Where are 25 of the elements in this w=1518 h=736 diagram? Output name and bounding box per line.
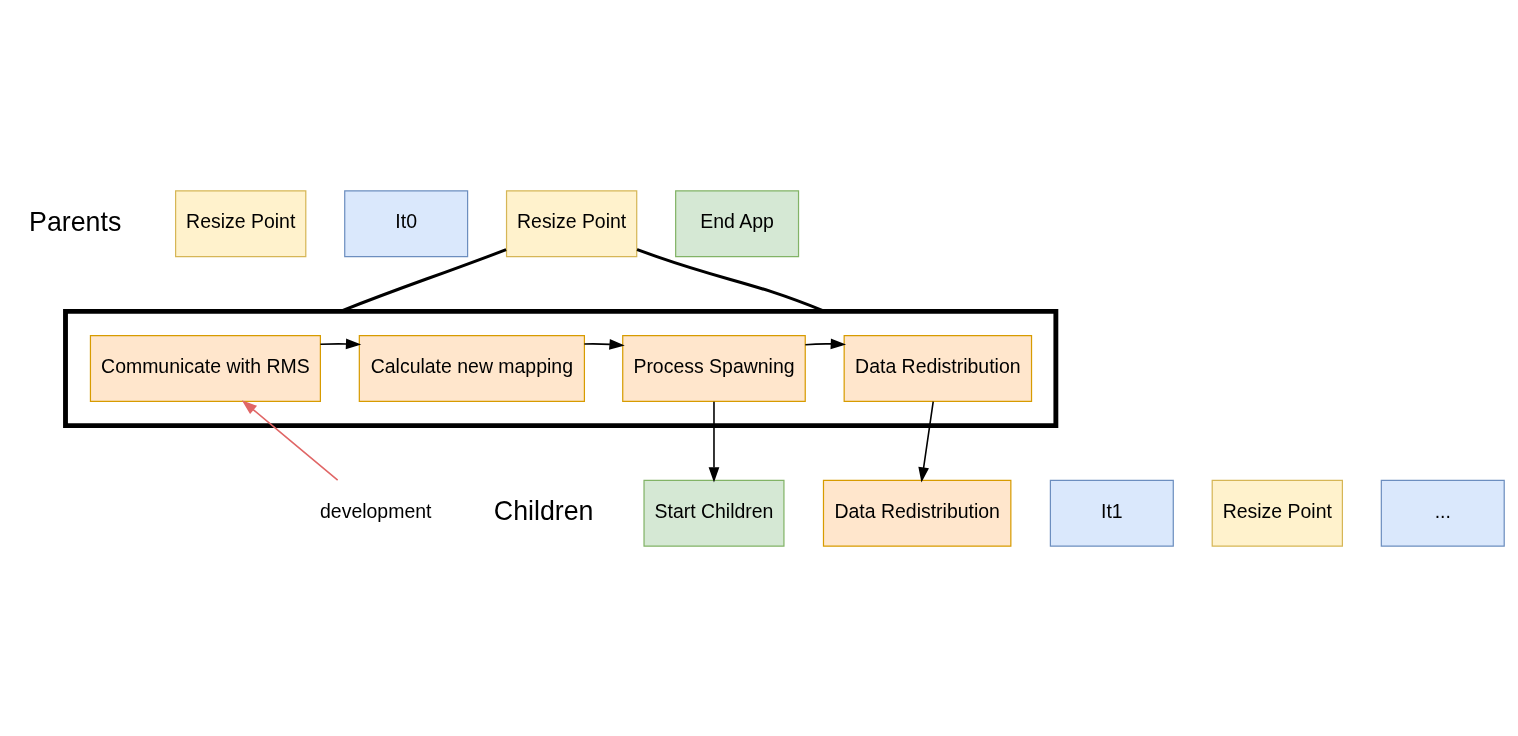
node-box: Data Redistribution <box>822 479 1012 547</box>
arrow <box>241 399 339 481</box>
node-box: Resize Point <box>1211 479 1343 547</box>
arrow <box>804 338 847 349</box>
arrow <box>918 400 934 483</box>
node-box: Resize Point <box>505 189 638 257</box>
node-box: Process Spawning <box>622 334 806 402</box>
label: Children <box>493 495 594 526</box>
node-box: ... <box>1380 479 1505 547</box>
arrow <box>583 338 625 350</box>
label: Parents <box>29 206 122 237</box>
node-box: Start Children <box>643 479 785 547</box>
node-box: End App <box>675 189 800 257</box>
node-box: Resize Point <box>175 189 307 257</box>
arrow <box>319 338 362 349</box>
node-text: development <box>320 499 432 522</box>
cluster <box>63 308 1059 428</box>
node-box: Calculate new mapping <box>358 334 585 402</box>
node-box: It1 <box>1049 479 1174 547</box>
node-box: It0 <box>344 189 469 257</box>
node-box: Data Redistribution <box>843 334 1033 402</box>
arrow <box>708 400 720 483</box>
node-box: Communicate with RMS <box>89 334 321 402</box>
connector <box>636 247 826 313</box>
connector <box>339 247 507 313</box>
